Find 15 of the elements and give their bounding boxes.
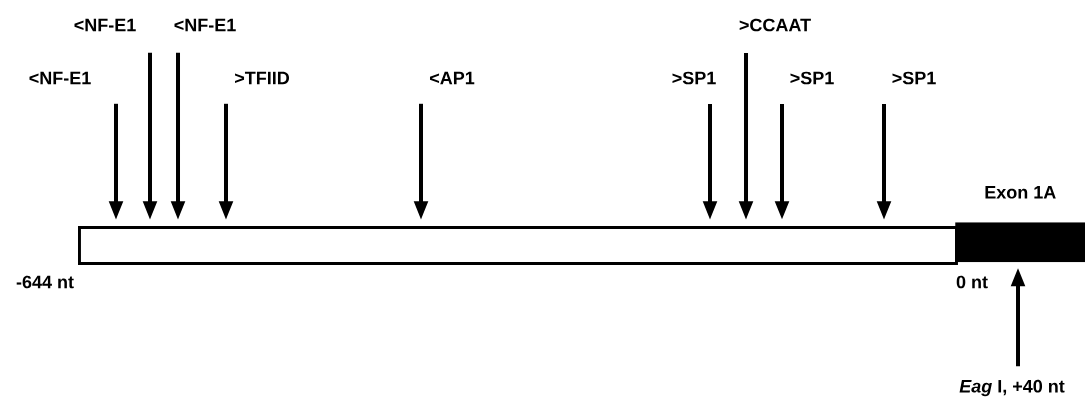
site-label: Eag I, +40 nt: [959, 379, 1065, 397]
site-label: <NF-E1: [74, 18, 136, 32]
site-label: >TFIID: [235, 71, 289, 85]
site-label: >SP1: [892, 71, 936, 85]
site-label: <NF-E1: [29, 71, 91, 85]
site-label: <NF-E1: [174, 18, 236, 32]
site-label: >SP1: [672, 71, 716, 85]
node-label: Exon 1A: [985, 186, 1056, 199]
promoter-bar: [78, 226, 958, 265]
position-label: -644 nt: [16, 275, 74, 289]
site-label: >CCAAT: [739, 18, 811, 32]
site-label: >SP1: [790, 71, 834, 85]
site-label: <AP1: [430, 71, 475, 85]
position-label: 0 nt: [956, 275, 988, 289]
exon-box: Exon 1A: [955, 186, 1085, 263]
